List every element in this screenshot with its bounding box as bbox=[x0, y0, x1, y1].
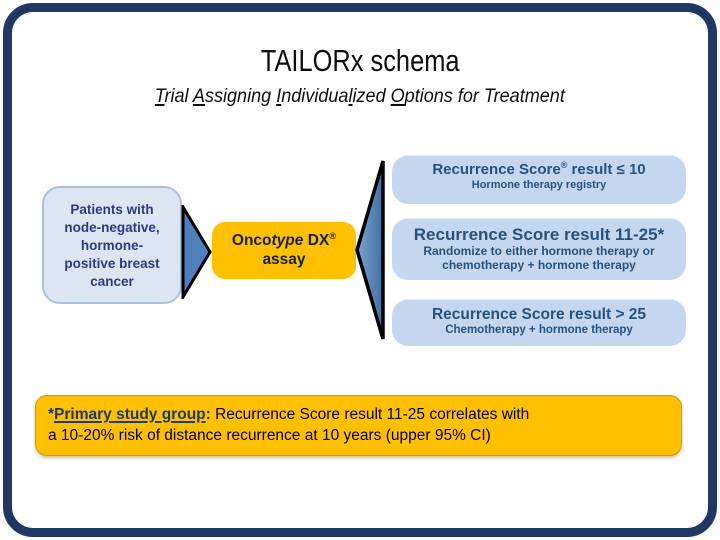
result-box-high-score: Recurrence Score result > 25 Chemotherap… bbox=[392, 299, 686, 346]
result-box-mid-score: Recurrence Score result 11-25* Randomize… bbox=[392, 218, 686, 280]
patients-box-label: Patients with node-negative, hormone- po… bbox=[64, 202, 160, 289]
result-box-high-score-title: Recurrence Score result > 25 bbox=[431, 306, 647, 323]
oncotype-assay-title: Oncotype DX® bbox=[231, 230, 337, 249]
result-box-low-score-title: Recurrence Score® result ≤ 10 bbox=[432, 160, 646, 179]
page-title-text: TAILORx schema bbox=[260, 43, 460, 78]
result-box-mid-score-subtitle: Randomize to either hormone therapy or c… bbox=[423, 244, 655, 272]
flow-arrow-right-icon bbox=[181, 205, 212, 299]
slide-subtitle: Trial Assigning Individualized Options f… bbox=[0, 85, 720, 109]
oncotype-assay-line2: assay bbox=[262, 251, 306, 268]
patients-box: Patients with node-negative, hormone- po… bbox=[42, 186, 182, 304]
primary-study-group-footnote: *Primary study group: Recurrence Score r… bbox=[35, 395, 682, 456]
page-title: TAILORx schema bbox=[0, 44, 720, 78]
oncotype-assay-box: Oncotype DX® assay bbox=[212, 222, 356, 279]
result-box-mid-score-title: Recurrence Score result 11-25* bbox=[413, 225, 665, 244]
result-box-low-score: Recurrence Score® result ≤ 10 Hormone th… bbox=[392, 155, 686, 204]
result-box-high-score-subtitle: Chemotherapy + hormone therapy bbox=[445, 324, 633, 336]
result-box-low-score-subtitle: Hormone therapy registry bbox=[471, 179, 607, 191]
slide-subtitle-text: Trial Assigning Individualized Options f… bbox=[154, 86, 566, 107]
fanout-arrow-icon bbox=[355, 160, 385, 340]
